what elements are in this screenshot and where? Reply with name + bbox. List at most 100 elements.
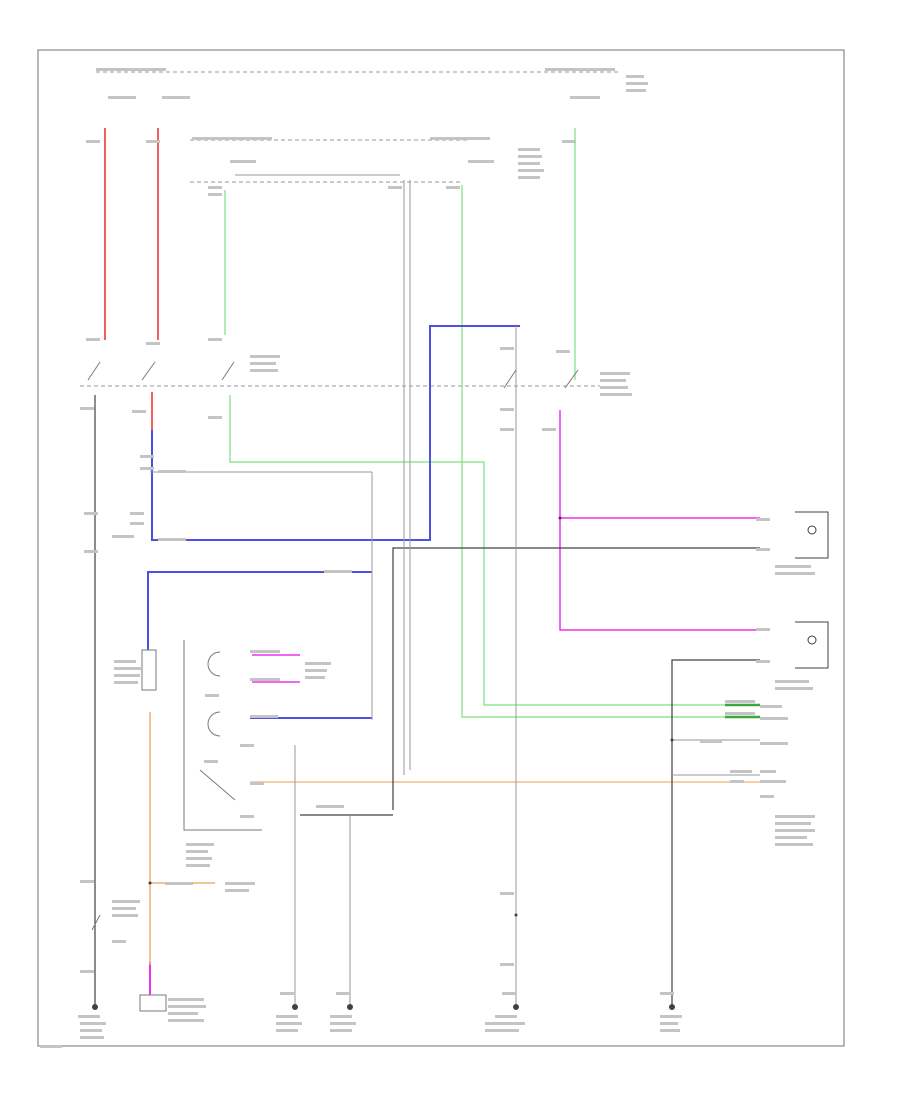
black-wires [94, 395, 760, 1005]
label-mark [204, 760, 218, 763]
label-mark [305, 669, 327, 672]
label-mark [760, 795, 774, 798]
label-mark [725, 712, 755, 715]
bulb-icon [795, 621, 829, 669]
label-mark [130, 522, 144, 525]
green-wire-loop [229, 395, 760, 706]
label-mark [146, 140, 160, 143]
label-mark [186, 843, 214, 846]
courtesy-lamps [795, 511, 829, 669]
label-mark [168, 1012, 198, 1015]
label-mark [112, 940, 126, 943]
bulb-icon [795, 511, 829, 559]
label-mark [660, 1022, 678, 1025]
label-mark [80, 407, 94, 410]
bulb-icon [807, 525, 817, 535]
label-mark [114, 674, 140, 677]
label-mark [330, 1022, 356, 1025]
label-mark [518, 148, 540, 151]
switch-module [183, 640, 262, 831]
label-mark [556, 350, 570, 353]
label-mark [140, 467, 154, 470]
label-mark [324, 570, 352, 573]
label-mark [626, 82, 648, 85]
label-mark [112, 907, 136, 910]
label-mark [545, 68, 615, 71]
orange-wires [149, 712, 760, 965]
label-mark [542, 428, 556, 431]
label-mark [240, 744, 254, 747]
label-mark [305, 662, 331, 665]
label-mark [130, 512, 144, 515]
label-mark [775, 836, 807, 839]
label-mark [225, 882, 255, 885]
label-mark [330, 1015, 352, 1018]
blue-wires [147, 325, 520, 719]
label-mark [600, 386, 628, 389]
label-mark [500, 347, 514, 350]
label-mark [600, 372, 630, 375]
blue-wire-upper [151, 325, 520, 541]
label-mark [240, 815, 254, 818]
blue-wire-lower [147, 571, 372, 650]
label-mark [276, 1029, 298, 1032]
label-mark [186, 864, 210, 867]
switch-contacts [87, 361, 579, 931]
label-mark [114, 681, 138, 684]
lamp-icon [207, 711, 221, 737]
label-mark [446, 186, 460, 189]
label-mark [570, 96, 600, 99]
label-mark [276, 1022, 302, 1025]
label-mark [186, 857, 212, 860]
label-mark [660, 1029, 680, 1032]
label-mark [186, 850, 208, 853]
label-mark [760, 717, 788, 720]
label-mark [84, 550, 98, 553]
label-mark [500, 428, 514, 431]
label-mark [626, 89, 646, 92]
label-mark [250, 782, 264, 785]
ground-icon [669, 1004, 675, 1010]
label-mark [485, 1029, 519, 1032]
label-mark [84, 512, 98, 515]
label-mark [86, 338, 100, 341]
label-mark [80, 880, 94, 883]
label-mark [162, 96, 190, 99]
label-mark [775, 822, 811, 825]
label-mark [500, 408, 514, 411]
small-label-blocks [40, 68, 815, 1048]
label-mark [562, 140, 576, 143]
label-mark [518, 176, 540, 179]
label-mark [430, 137, 490, 140]
ground-icon [292, 1004, 298, 1010]
label-mark [250, 355, 280, 358]
lamp-icon [207, 651, 221, 677]
connectors [139, 649, 167, 1012]
label-mark [86, 140, 100, 143]
label-mark [250, 678, 280, 681]
label-mark [760, 742, 788, 745]
fuse-bus-lines [80, 71, 620, 387]
label-mark [336, 992, 350, 995]
label-mark [756, 548, 770, 551]
ground-icon [92, 1004, 98, 1010]
label-mark [112, 914, 138, 917]
label-mark [775, 829, 815, 832]
label-mark [775, 843, 813, 846]
bulb-icon [807, 635, 817, 645]
label-mark [276, 1015, 298, 1018]
label-mark [146, 342, 160, 345]
label-mark [158, 470, 186, 473]
label-mark [165, 882, 193, 885]
label-mark [250, 369, 278, 372]
label-mark [518, 169, 544, 172]
label-mark [112, 535, 134, 538]
label-mark [80, 970, 94, 973]
label-mark [208, 416, 222, 419]
label-mark [316, 805, 344, 808]
label-mark [208, 193, 222, 196]
label-mark [775, 565, 811, 568]
grey-wires [150, 174, 760, 1005]
red-wires [104, 128, 159, 430]
